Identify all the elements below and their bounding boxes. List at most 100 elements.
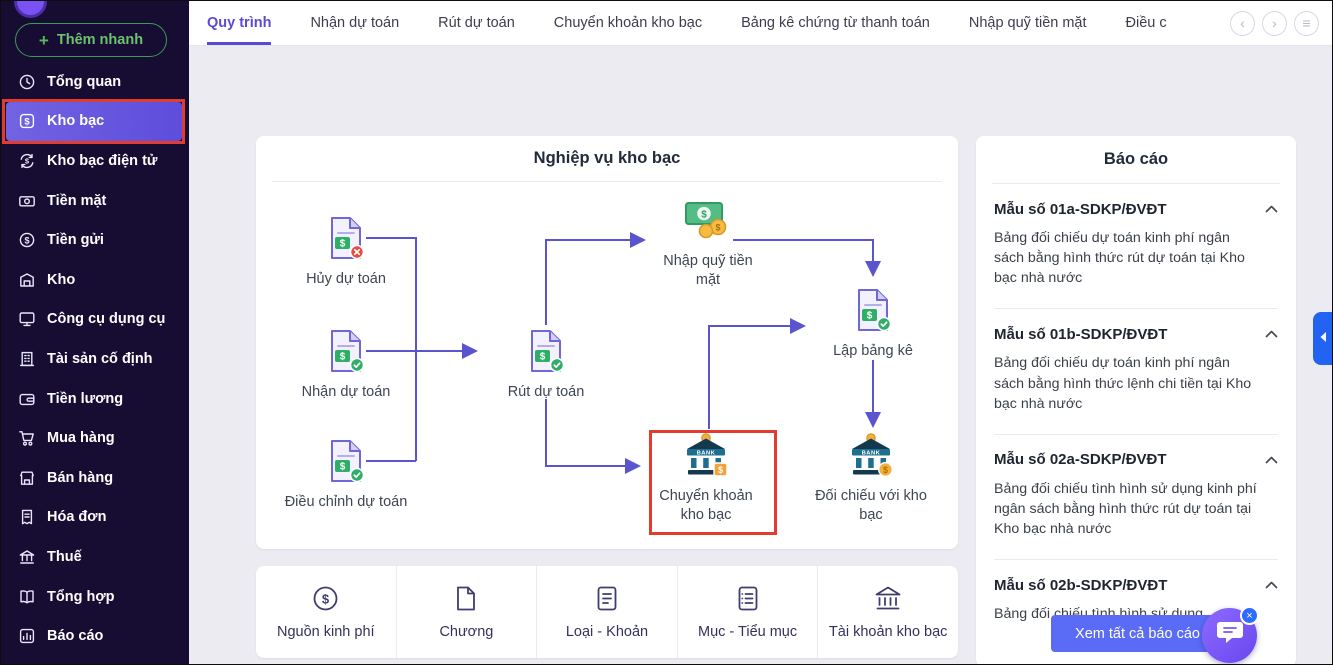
sidebar-item-tien-gui[interactable]: $ Tiền gửi (6, 220, 182, 260)
svg-text:$: $ (24, 117, 30, 128)
sidebar-item-label: Tiền gửi (47, 232, 104, 249)
sidebar-item-kho-bac[interactable]: $ Kho bạc (2, 98, 185, 145)
flow-node-lap-bang-ke[interactable]: $ Lập bảng kê (818, 288, 928, 361)
category-chuong[interactable]: Chương (395, 566, 537, 658)
chevron-up-icon[interactable] (1265, 200, 1278, 218)
sidebar-item-label: Tổng quan (47, 73, 122, 90)
flow-node-doi-chieu-voi-kho-bac[interactable]: BANK$ Đối chiếu với kho bạc (814, 433, 928, 524)
chevron-up-icon[interactable] (1265, 325, 1278, 343)
tab-rut-du-toan[interactable]: Rút dự toán (438, 14, 515, 31)
sidebar-item-label: Thuế (47, 548, 82, 565)
tab-chuyen-khoan-kho-bac[interactable]: Chuyển khoản kho bạc (553, 14, 703, 31)
cash-icon (18, 192, 36, 210)
svg-text:$: $ (701, 210, 707, 221)
purchase-cart-icon (18, 429, 36, 447)
sidebar-item-tien-mat[interactable]: Tiền mặt (6, 181, 182, 221)
tabs-list-button[interactable]: ≡ (1294, 10, 1319, 36)
category-loai-khoan[interactable]: Loại - Khoản (536, 566, 677, 658)
tab-quy-trinh[interactable]: Quy trình (207, 1, 272, 45)
flow-node-dieu-chinh-du-toan[interactable]: $ Điều chỉnh dự toán (284, 439, 408, 512)
tab-nhap-quy-tien-mat[interactable]: Nhập quỹ tiền mặt (968, 14, 1087, 31)
reports-panel: Báo cáo Mẫu số 01a-SDKP/ĐVĐT Bảng đối ch… (976, 136, 1296, 664)
flow-node-label: Nhập quỹ tiền mặt (663, 253, 753, 288)
sidebar-item-tong-hop[interactable]: Tổng hợp (6, 577, 182, 617)
chat-close-badge[interactable]: × (1240, 606, 1259, 625)
quick-add-button[interactable]: + Thêm nhanh (15, 23, 167, 57)
report-description[interactable]: Bảng đối chiếu tình hình sử dụng kinh ph… (994, 480, 1257, 538)
flow-node-label: Rút dự toán (507, 384, 585, 400)
sidebar-item-tien-luong[interactable]: Tiền lương (6, 379, 182, 419)
sidebar-item-label: Tài sản cố định (47, 350, 153, 367)
flow-node-rut-du-toan[interactable]: $ Rút dự toán (491, 329, 601, 402)
sidebar-item-tai-san-co-dinh[interactable]: Tài sản cố định (6, 339, 182, 379)
sidebar-item-cong-cu-dung-cu[interactable]: Công cụ dụng cụ (6, 300, 182, 340)
salary-wallet-icon (18, 390, 36, 408)
sidebar-item-thue[interactable]: Thuế (6, 537, 182, 577)
chevron-up-icon[interactable] (1265, 451, 1278, 469)
panel-collapse-toggle[interactable] (1313, 312, 1332, 365)
sidebar-item-label: Báo cáo (47, 628, 104, 645)
sidebar-item-label: Bán hàng (47, 469, 114, 486)
flow-node-nhan-du-toan[interactable]: $ Nhận dự toán (291, 329, 401, 402)
category-tai-khoan-kho-bac[interactable]: Tài khoản kho bạc (817, 566, 958, 658)
cancel-estimate-doc-icon: $ (326, 217, 366, 264)
flow-node-label: Chuyển khoản kho bạc (659, 488, 753, 523)
category-muc-tieu-muc[interactable]: Mục - Tiểu mục (676, 566, 818, 658)
tabs-scroll-left-button[interactable]: ‹ (1230, 10, 1255, 36)
tab-nhan-du-toan[interactable]: Nhận dự toán (310, 14, 400, 31)
sidebar-item-kho[interactable]: Kho (6, 260, 182, 300)
cash-deposit-icon: $$ (684, 202, 732, 246)
flow-node-label: Điều chỉnh dự toán (284, 494, 408, 510)
tab-dieu-chinh[interactable]: Điều c (1125, 14, 1167, 31)
sales-store-icon (18, 469, 36, 487)
withdraw-estimate-doc-icon: $ (526, 330, 566, 377)
sidebar-item-mua-hang[interactable]: Mua hàng (6, 418, 182, 458)
statement-doc-icon: $ (853, 289, 893, 336)
tax-bank-icon (18, 548, 36, 566)
svg-text:$: $ (715, 223, 720, 233)
fixed-asset-icon (18, 350, 36, 368)
chat-widget-button[interactable]: × (1202, 606, 1259, 663)
category-nguon-kinh-phi[interactable]: $ Nguồn kinh phí (256, 566, 396, 658)
collapse-arrow-icon (1319, 330, 1327, 348)
process-card: Nghiệp vụ kho bạc (256, 136, 958, 549)
svg-text:$: $ (340, 239, 346, 250)
sidebar-item-label: Tiền lương (47, 390, 124, 407)
report-item-header[interactable]: Mẫu số 01b-SDKP/ĐVĐT (994, 325, 1278, 343)
flow-node-label: Đối chiếu với kho bạc (815, 488, 927, 523)
sidebar-item-label: Hóa đơn (47, 509, 107, 526)
flow-node-chuyen-khoan-kho-bac[interactable]: BANK$ Chuyển khoản kho bạc (649, 433, 763, 524)
sidebar-item-hoa-don[interactable]: Hóa đơn (6, 498, 182, 538)
report-description[interactable]: Bảng đối chiếu dự toán kinh phí ngân sác… (994, 355, 1252, 412)
flow-node-label: Lập bảng kê (833, 343, 913, 359)
process-card-title: Nghiệp vụ kho bạc (272, 136, 942, 182)
chevron-up-icon[interactable] (1265, 576, 1278, 594)
report-description[interactable]: Bảng đối chiếu dự toán kinh phí ngân sác… (994, 230, 1245, 287)
view-all-reports-button[interactable]: Xem tất cả báo cáo (1051, 615, 1224, 652)
sidebar-item-label: Công cụ dụng cụ (47, 311, 166, 328)
tabs-scroll-right-button[interactable]: › (1262, 10, 1287, 36)
report-code: Mẫu số 01b-SDKP/ĐVĐT (994, 325, 1168, 343)
user-avatar[interactable] (14, 1, 47, 18)
report-chart-icon (18, 627, 36, 645)
svg-text:$: $ (340, 462, 346, 473)
report-code: Mẫu số 02b-SDKP/ĐVĐT (994, 576, 1168, 594)
sidebar-item-kho-bac-dien-tu[interactable]: $ Kho bạc điện tử (6, 141, 182, 181)
report-item-header[interactable]: Mẫu số 02a-SDKP/ĐVĐT (994, 451, 1278, 469)
flow-arrows (366, 232, 881, 474)
bank-transfer-icon: BANK$ (682, 433, 730, 481)
report-item-header[interactable]: Mẫu số 02b-SDKP/ĐVĐT (994, 576, 1278, 594)
category-card: $ Nguồn kinh phí Chương Loại - Khoản Mục… (256, 566, 958, 658)
invoice-icon (18, 508, 36, 526)
sidebar-item-label: Mua hàng (47, 430, 115, 447)
tab-bang-ke-chung-tu-thanh-toan[interactable]: Bảng kê chứng từ thanh toán (741, 14, 930, 31)
sidebar-item-tong-quan[interactable]: Tổng quan (6, 62, 182, 102)
report-item-header[interactable]: Mẫu số 01a-SDKP/ĐVĐT (994, 200, 1278, 218)
sidebar-item-bao-cao[interactable]: Báo cáo (6, 616, 182, 656)
sidebar-item-ban-hang[interactable]: Bán hàng (6, 458, 182, 498)
flow-node-nhap-quy-tien-mat[interactable]: $$ Nhập quỹ tiền mặt (651, 198, 765, 289)
flow-node-huy-du-toan[interactable]: $ Hủy dự toán (291, 216, 401, 289)
sidebar: + Thêm nhanh Tổng quan $ Kho bạc $ Kho b… (1, 1, 189, 664)
svg-text:$: $ (540, 352, 546, 363)
